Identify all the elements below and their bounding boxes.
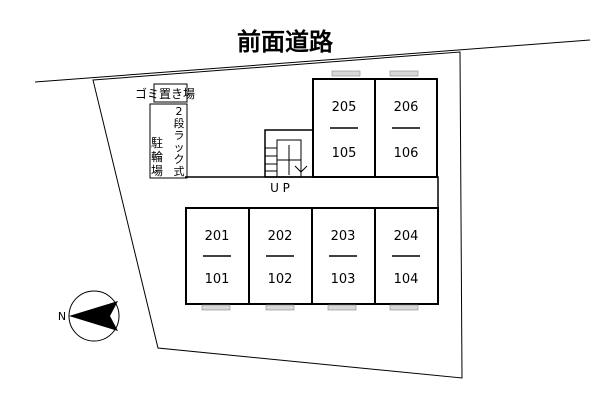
- stairs-arrow-icon: [294, 165, 308, 173]
- lot-boundary: [92, 51, 463, 379]
- compass: N: [58, 290, 120, 342]
- road-edge-line: [34, 39, 591, 83]
- compass-north-label: N: [58, 310, 66, 323]
- unit-number-lower: 102: [268, 272, 293, 287]
- north-arrow-icon: [69, 301, 118, 331]
- garbage-label: ゴミ置き場: [135, 86, 195, 101]
- unit-number-lower: 101: [205, 272, 230, 287]
- unit-number-lower: 106: [394, 146, 419, 161]
- walkway-edge-right: [313, 176, 439, 208]
- bike-parking-area: [149, 103, 188, 179]
- unit-number-upper: 202: [268, 229, 293, 244]
- lower-block: 201 101 202 102 203 103 204 104: [185, 207, 439, 311]
- unit-206-106: [374, 78, 438, 178]
- unit-204-104: [374, 207, 439, 305]
- unit-number-upper: 205: [332, 100, 357, 115]
- unit-number-upper: 204: [394, 229, 419, 244]
- bike-rack-char: ッ: [174, 141, 185, 154]
- unit-number-lower: 104: [394, 272, 419, 287]
- parking-label: 駐 輪 場: [151, 135, 163, 178]
- bike-rack-label: 2 段 ラ ッ ク 式: [174, 105, 185, 178]
- unit-number-lower: 105: [332, 146, 357, 161]
- unit-number-lower: 103: [331, 272, 356, 287]
- upper-block: 205 105 206 106: [312, 70, 438, 178]
- parking-char: 駐: [151, 135, 163, 150]
- garbage-area: [153, 83, 188, 103]
- parking-char: 輪: [151, 149, 163, 164]
- bike-rack-char: 2: [176, 105, 183, 118]
- stairs: [264, 129, 314, 178]
- road-title: 前面道路: [237, 28, 334, 56]
- unit-number-upper: 206: [394, 100, 419, 115]
- stairs-up-label: U P: [270, 181, 290, 195]
- parking-char: 場: [151, 164, 163, 178]
- unit-number-upper: 203: [331, 229, 356, 244]
- unit-number-upper: 201: [205, 229, 230, 244]
- bike-rack-char: ラ: [174, 129, 185, 142]
- bike-rack-char: 段: [174, 116, 185, 130]
- bike-rack-char: 式: [174, 165, 185, 178]
- bike-rack-char: ク: [174, 153, 185, 166]
